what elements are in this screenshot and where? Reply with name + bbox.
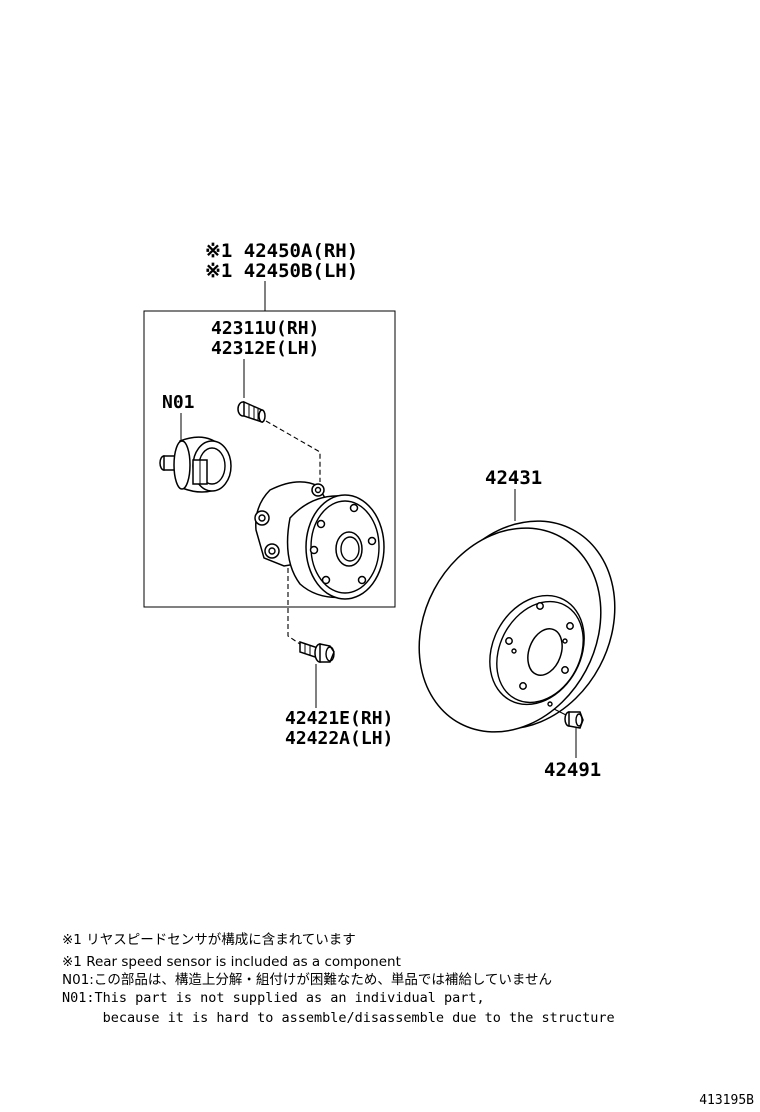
callout-screw[interactable]: 42491 [544,759,601,781]
callout-bolt-rh[interactable]: 42311U(RH) [211,318,319,339]
callout-bolt-lh[interactable]: 42312E(LH) [211,338,319,359]
hub-stud-bolt[interactable] [237,400,266,424]
note-en-n01-line2: because it is hard to assemble/disassemb… [62,1010,615,1026]
callout-hub-bolt-lh[interactable]: 42422A(LH) [285,728,393,749]
diagram-reference-number: 413195B [699,1093,754,1108]
assembly-box [143,310,396,608]
brake-disc[interactable] [384,488,650,764]
dash-bolt-to-hub [265,420,321,482]
speed-sensor-n01[interactable] [159,436,232,493]
callout-assembly-rh[interactable]: ※1 42450A(RH) [205,240,358,262]
disc-set-screw[interactable] [553,708,584,729]
dash-hub-to-bolt [287,568,301,645]
note-jp-speed-sensor: ※1 リヤスピードセンサが構成に含まれています [62,932,356,948]
note-en-speed-sensor: ※1 Rear speed sensor is included as a co… [62,954,401,970]
hub-bearing-assembly[interactable] [254,481,385,600]
note-jp-n01: N01:この部品は、構造上分解・組付けが困難なため、単品では補給していません [62,972,552,988]
hub-mounting-bolt[interactable] [299,640,335,663]
callout-disc[interactable]: 42431 [485,467,542,489]
note-en-n01-line1: N01:This part is not supplied as an indi… [62,990,485,1006]
callout-hub-bolt-rh[interactable]: 42421E(RH) [285,708,393,729]
callout-assembly-lh[interactable]: ※1 42450B(LH) [205,260,358,282]
callout-n01[interactable]: N01 [162,392,195,413]
